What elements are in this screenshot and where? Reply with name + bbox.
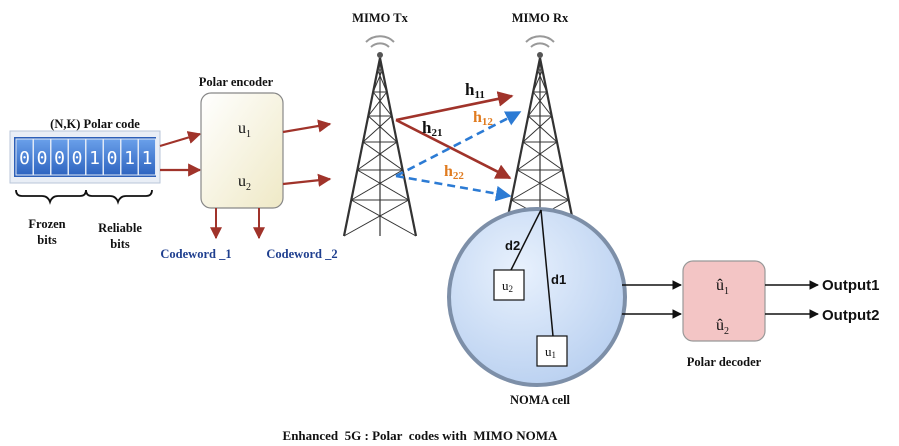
frozen-label-line2: bits [37,233,57,247]
channel-h12-arrow [395,110,522,178]
output1-label: Output1 [822,277,880,294]
encoder-u2: u2 [238,173,251,193]
bit-value: 1 [124,148,135,169]
noma-user-u2-box [493,269,525,301]
frozen-label-line1: Frozen [28,217,65,231]
d2-label: d2 [505,238,520,253]
reliable-brace [85,189,153,205]
codeword-1-label: Codeword _1 [160,247,231,261]
noma-user-u1: u1 [545,344,556,360]
bit-value: 1 [89,148,100,169]
reliable-label-line2: bits [110,237,130,251]
arrow-code-to-encoder-1 [159,131,202,148]
output2-label: Output2 [822,307,880,324]
mimo-rx-tower-icon [502,35,578,237]
channel-h21-arrow [395,118,512,180]
mimo-rx-label: MIMO Rx [512,11,569,25]
noma-cell-label: NOMA cell [510,393,571,407]
h22-label: h22 [444,163,464,182]
arrow-encoder-to-tx-2 [282,173,332,187]
bit-value: 0 [54,148,65,169]
d1-line [540,209,554,337]
codeword-2-label: Codeword _2 [266,247,337,261]
arrow-encoder-to-tx-1 [282,119,332,134]
bit-value: 0 [72,148,83,169]
channel-h11-arrow [395,91,514,122]
decoder-uhat2: û2 [716,317,729,337]
channel-h22-arrow [395,174,512,202]
d2-line [510,209,542,271]
bit-value: 0 [37,148,48,169]
bit-value: 1 [142,148,153,169]
encoder-u1: u1 [238,120,251,140]
encoder-title: Polar encoder [199,75,274,89]
mimo-tx-tower-icon [342,35,418,237]
bit-value: 0 [107,148,118,169]
polar-decoder-box [682,260,766,342]
reliable-label-line1: Reliable [98,221,142,235]
h12-label: h12 [473,109,493,128]
figure-caption: Enhanced 5G : Polar codes with MIMO NOMA [283,428,559,443]
frozen-brace [15,189,87,205]
mimo-tx-label: MIMO Tx [352,11,408,25]
noma-user-u2: u2 [502,278,513,294]
decoder-uhat1: û1 [716,277,729,297]
d1-label: d1 [551,272,566,287]
polar-code-title: (N,K) Polar code [50,117,140,131]
bit-cell [138,138,156,176]
polar-encoder-box [200,92,284,209]
h11-label: h11 [465,80,485,101]
bit-value: 0 [19,148,30,169]
decoder-title: Polar decoder [687,355,762,369]
noma-user-u1-box [536,335,568,367]
noma-cell-circle [447,207,627,387]
h21-label: h21 [422,118,442,139]
